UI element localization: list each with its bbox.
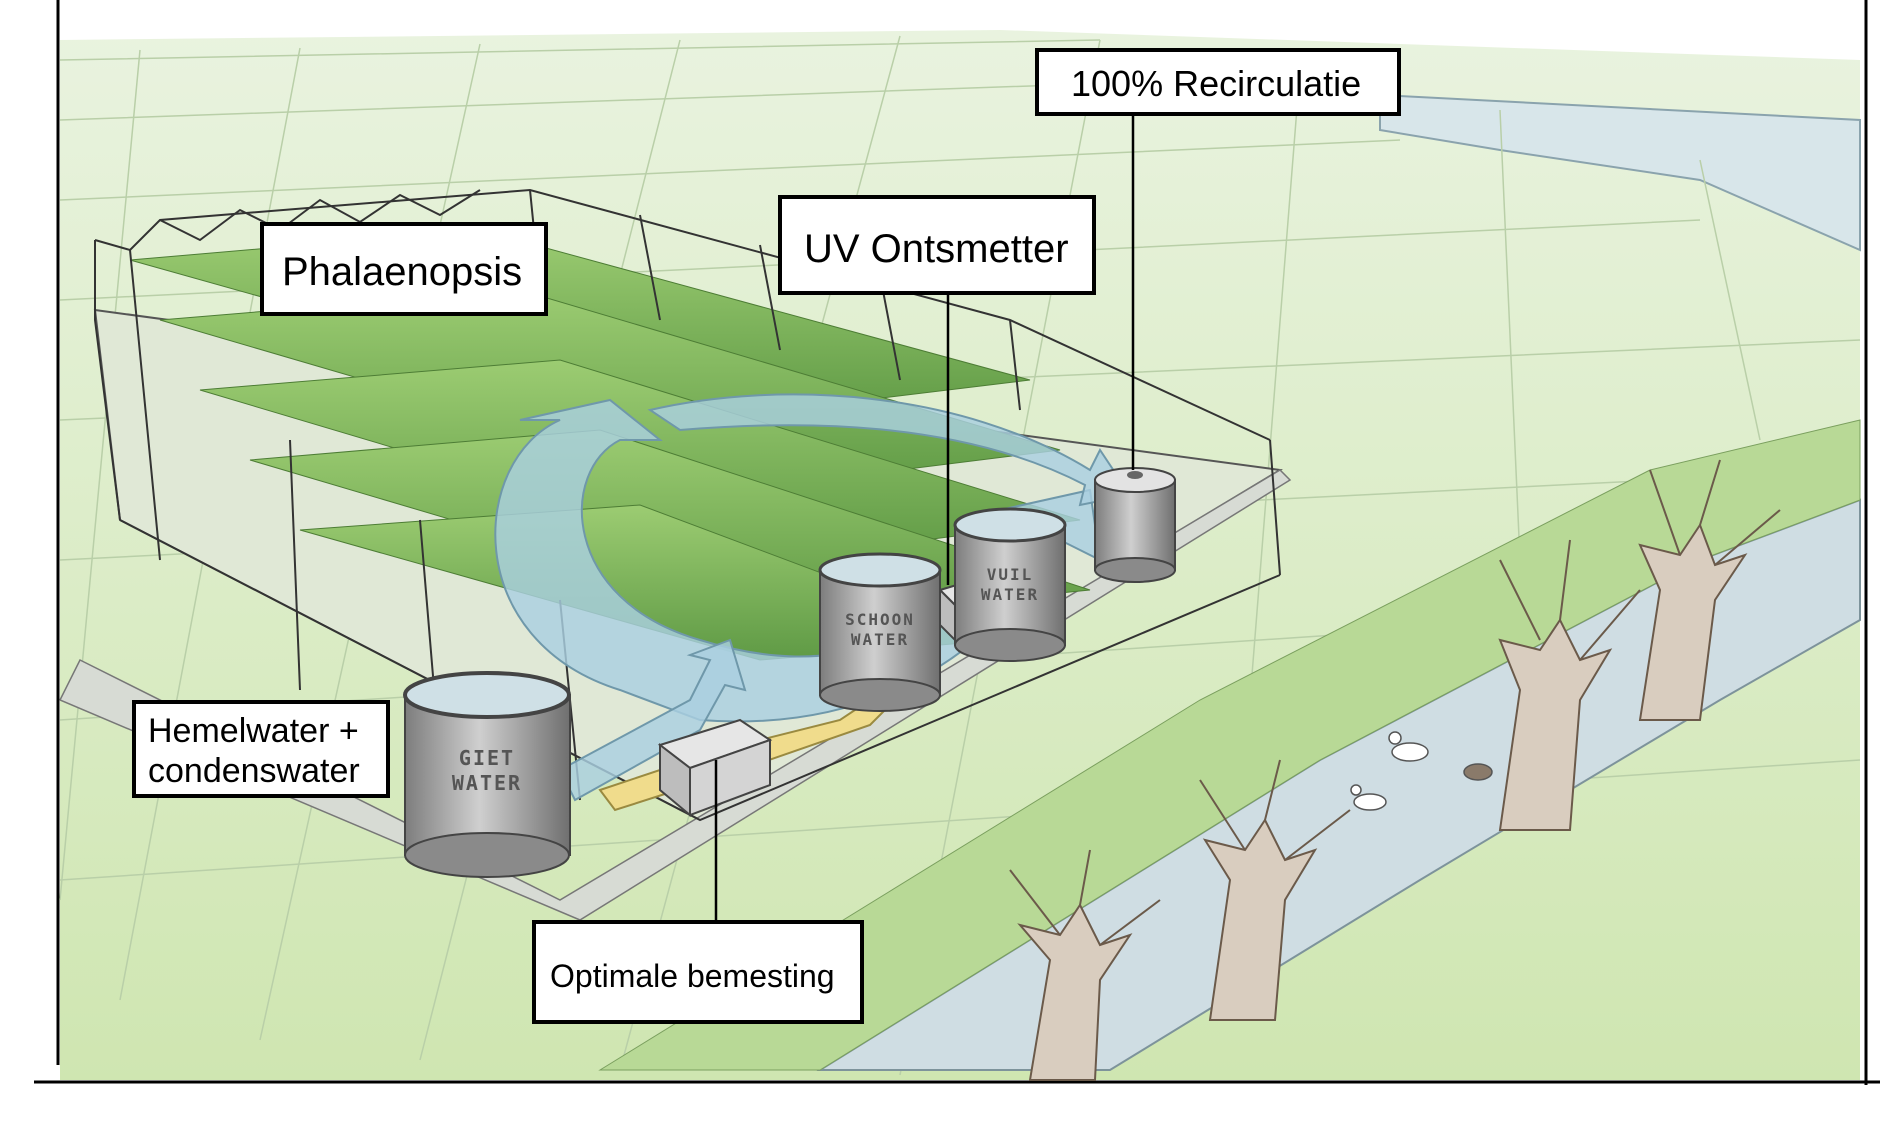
background-river bbox=[1379, 93, 1861, 252]
uv-disinfector-callout: UV Ontsmetter bbox=[778, 195, 1096, 295]
callout-leader-lines bbox=[714, 116, 1135, 920]
giet-water-tank: GIET WATER bbox=[403, 671, 571, 878]
ditch-bank bbox=[598, 419, 1861, 1071]
giet-tank-label-2: WATER bbox=[452, 771, 522, 795]
fertigation-unit bbox=[657, 718, 773, 818]
crop-callout: Phalaenopsis bbox=[260, 222, 548, 316]
giet-tank-label-1: GIET bbox=[459, 746, 515, 770]
schoon-water-tank: SCHOON WATER bbox=[818, 552, 942, 712]
vuil-water-tank: VUIL WATER bbox=[953, 507, 1067, 662]
vuil-tank-label-2: WATER bbox=[981, 585, 1039, 604]
recirculation-flow-arrow bbox=[494, 398, 1102, 723]
water-source-line-2: condenswater bbox=[148, 752, 360, 790]
schoon-tank-label-2: WATER bbox=[851, 630, 909, 649]
schoon-tank-label-1: SCHOON bbox=[845, 610, 915, 629]
picture-frame bbox=[34, 0, 1880, 1085]
fertilization-callout: Optimale bemesting bbox=[532, 920, 864, 1024]
recirculation-callout: 100% Recirculatie bbox=[1035, 48, 1401, 116]
recirculation-tank bbox=[1094, 467, 1176, 583]
pollard-willow-trees bbox=[1009, 459, 1781, 1081]
supply-flow-arrow bbox=[558, 638, 747, 802]
greenhouse-concrete-path bbox=[58, 469, 1292, 921]
ducks bbox=[1350, 731, 1493, 811]
water-source-line-1: Hemelwater + bbox=[148, 712, 359, 750]
vuil-tank-label-1: VUIL bbox=[987, 565, 1034, 584]
water-source-callout: Hemelwater + condenswater bbox=[132, 700, 390, 798]
